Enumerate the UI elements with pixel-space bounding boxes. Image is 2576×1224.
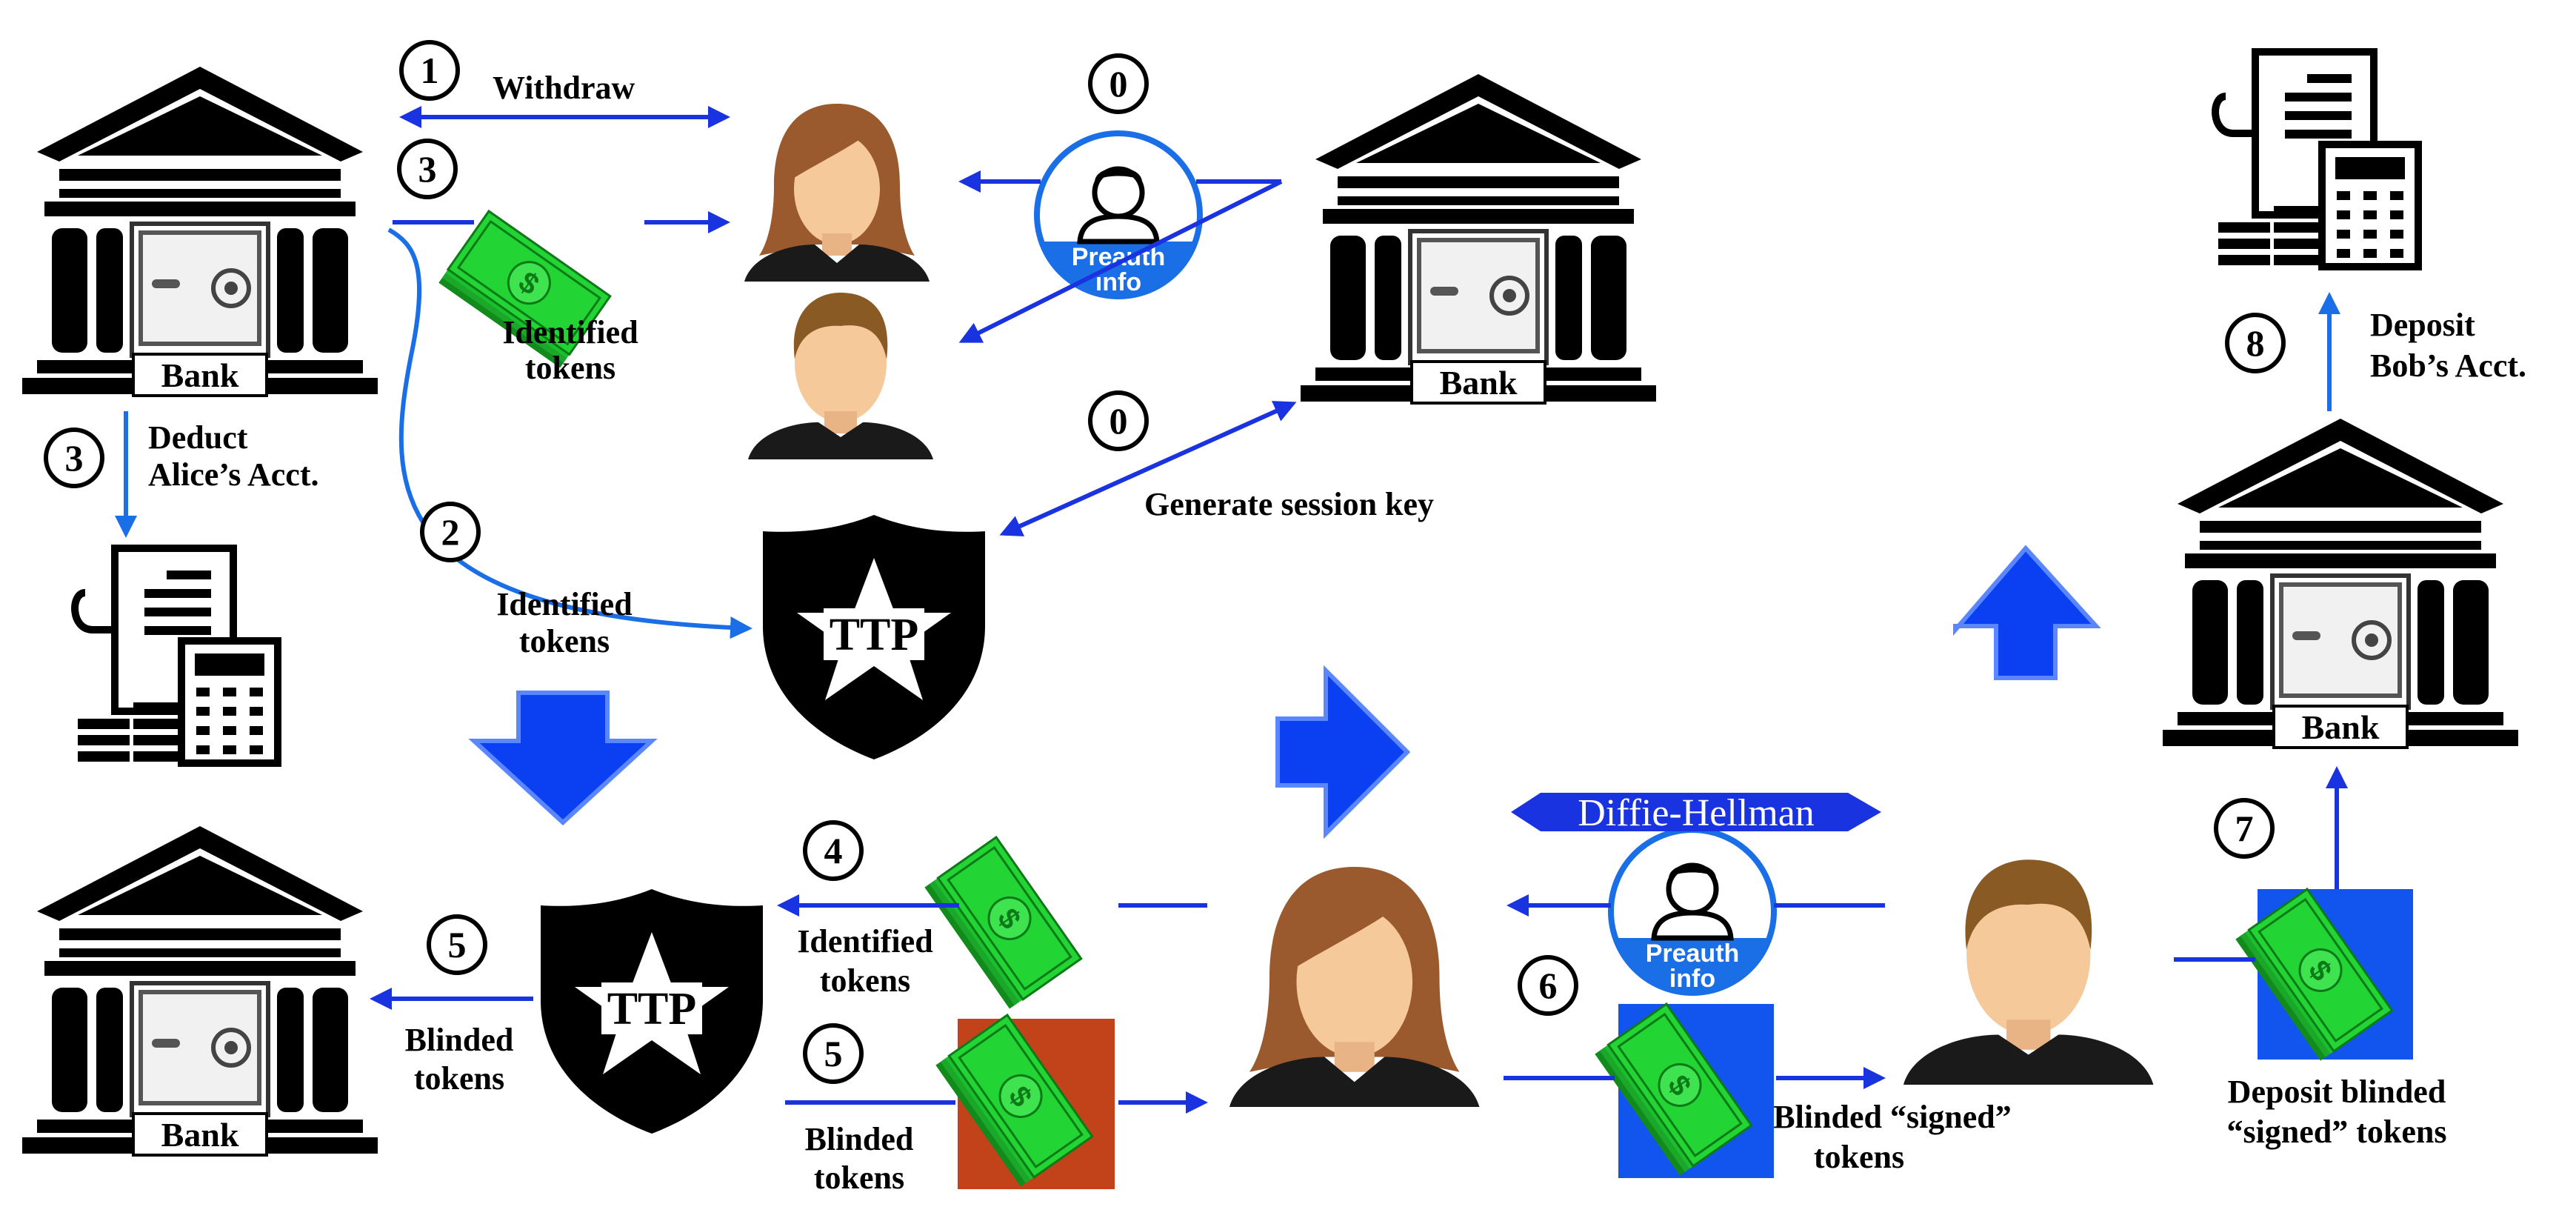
bank-right: Bank — [2163, 419, 2518, 748]
identified-tokens-ttp-line2: tokens — [519, 623, 610, 659]
money-identified-4 — [923, 836, 1083, 1011]
identified-tokens-top-line2: tokens — [525, 350, 615, 386]
arrow-preauth-to-bob — [958, 179, 1283, 343]
preauth-top: Preauth info — [1037, 133, 1200, 296]
arrow-step7 — [2174, 766, 2348, 962]
bank-building-icon — [22, 67, 378, 396]
step-number: 5 — [824, 1033, 843, 1074]
blinded-tokens-5a-line1: Blinded — [405, 1022, 514, 1058]
step-4: 4 — [803, 820, 864, 881]
step-2: 2 — [420, 502, 481, 562]
step-number: 5 — [448, 924, 467, 965]
generate-session-key-label: Generate session key — [1144, 486, 1434, 522]
withdraw-label: Withdraw — [493, 70, 635, 106]
step-number: 3 — [65, 437, 84, 479]
step-5-left: 5 — [427, 914, 487, 975]
big-arrow-down — [468, 691, 658, 826]
identified-tokens-ttp-line1: Identified — [496, 586, 632, 622]
step-6: 6 — [1518, 955, 1578, 1016]
step-number: 4 — [824, 830, 843, 871]
step-number: 0 — [1110, 400, 1128, 442]
deposit-blinded-line2: “signed” tokens — [2226, 1114, 2446, 1150]
preauth-line2: info — [1669, 965, 1715, 993]
deposit-bob-line1: Deposit — [2370, 307, 2475, 343]
arrow-session-key — [999, 401, 1297, 536]
step-7: 7 — [2214, 798, 2275, 859]
deposit-blinded-line1: Deposit blinded — [2228, 1074, 2446, 1110]
bank-label: Bank — [161, 1116, 239, 1154]
step-3-top: 3 — [397, 139, 458, 199]
arrow-identified-to-ttp — [387, 227, 753, 639]
ttp-bottom: TTP — [541, 889, 763, 1134]
receipt-calculator-icon — [75, 548, 278, 763]
step-number: 2 — [441, 511, 460, 553]
step-number: 0 — [1110, 63, 1128, 104]
bank-building-icon — [22, 826, 378, 1155]
step-0-top: 0 — [1088, 53, 1149, 114]
person-avatar-icon — [1229, 867, 1480, 1107]
preauth-bottom: Preauth info — [1611, 830, 1774, 993]
big-arrow-right — [1275, 665, 1411, 839]
ledger-bob — [2215, 52, 2418, 267]
blinded-tokens-5b-line1: Blinded — [805, 1121, 914, 1157]
step-5-bottom: 5 — [803, 1023, 864, 1084]
bank-bottom-left: Bank — [22, 826, 378, 1155]
person-avatar-icon — [1903, 859, 2154, 1085]
step-number: 3 — [418, 148, 437, 190]
bank-building-icon — [2163, 419, 2518, 748]
identified-tokens-4-line1: Identified — [797, 923, 932, 959]
step-number: 8 — [2246, 322, 2265, 364]
diffie-hellman-label: Diffie-Hellman — [1578, 792, 1815, 834]
ledger-alice — [75, 548, 278, 763]
step-number: 1 — [421, 50, 439, 91]
person-avatar-icon — [748, 293, 933, 459]
bank-label: Bank — [1440, 364, 1518, 402]
receipt-calculator-icon — [2215, 52, 2418, 267]
banknote-stack-icon — [923, 836, 1083, 1011]
deposit-bob-line2: Bob’s Acct. — [2370, 347, 2526, 384]
blinded-signed-line2: tokens — [1814, 1139, 1904, 1175]
preauth-line1: Preauth — [1646, 939, 1740, 968]
bank-building-icon — [1301, 74, 1656, 403]
alice-top — [744, 104, 930, 282]
alice-bottom — [1229, 867, 1480, 1107]
bank-top-mid: Bank — [1301, 74, 1656, 403]
bob-bottom — [1903, 859, 2154, 1085]
step-0-mid: 0 — [1088, 390, 1149, 451]
step-number: 7 — [2235, 808, 2254, 849]
step-8: 8 — [2225, 313, 2286, 373]
diffie-hellman-banner: Diffie-Hellman — [1511, 792, 1881, 834]
blinded-tokens-5b-line2: tokens — [814, 1160, 904, 1196]
blinded-tokens-5a-line2: tokens — [414, 1060, 504, 1097]
bank-label: Bank — [161, 356, 239, 394]
bank-label: Bank — [2302, 708, 2380, 746]
person-avatar-icon — [744, 104, 930, 282]
bank-top-left: Bank — [22, 67, 378, 396]
ttp-label: TTP — [607, 984, 697, 1034]
step-3-deduct: 3 — [44, 428, 104, 488]
identified-tokens-4-line2: tokens — [820, 962, 910, 999]
ttp-top: TTP — [763, 515, 985, 759]
identified-tokens-top-line1: Identified — [502, 314, 638, 350]
deduct-label-line1: Deduct — [148, 419, 248, 456]
ttp-label: TTP — [830, 610, 919, 660]
deduct-label-line2: Alice’s Acct. — [148, 456, 318, 493]
bob-top — [748, 293, 933, 459]
step-number: 6 — [1539, 965, 1558, 1006]
step-1: 1 — [399, 40, 460, 101]
blinded-signed-line1: Blinded “signed” — [1773, 1099, 2012, 1135]
big-arrow-up — [1953, 545, 2101, 680]
